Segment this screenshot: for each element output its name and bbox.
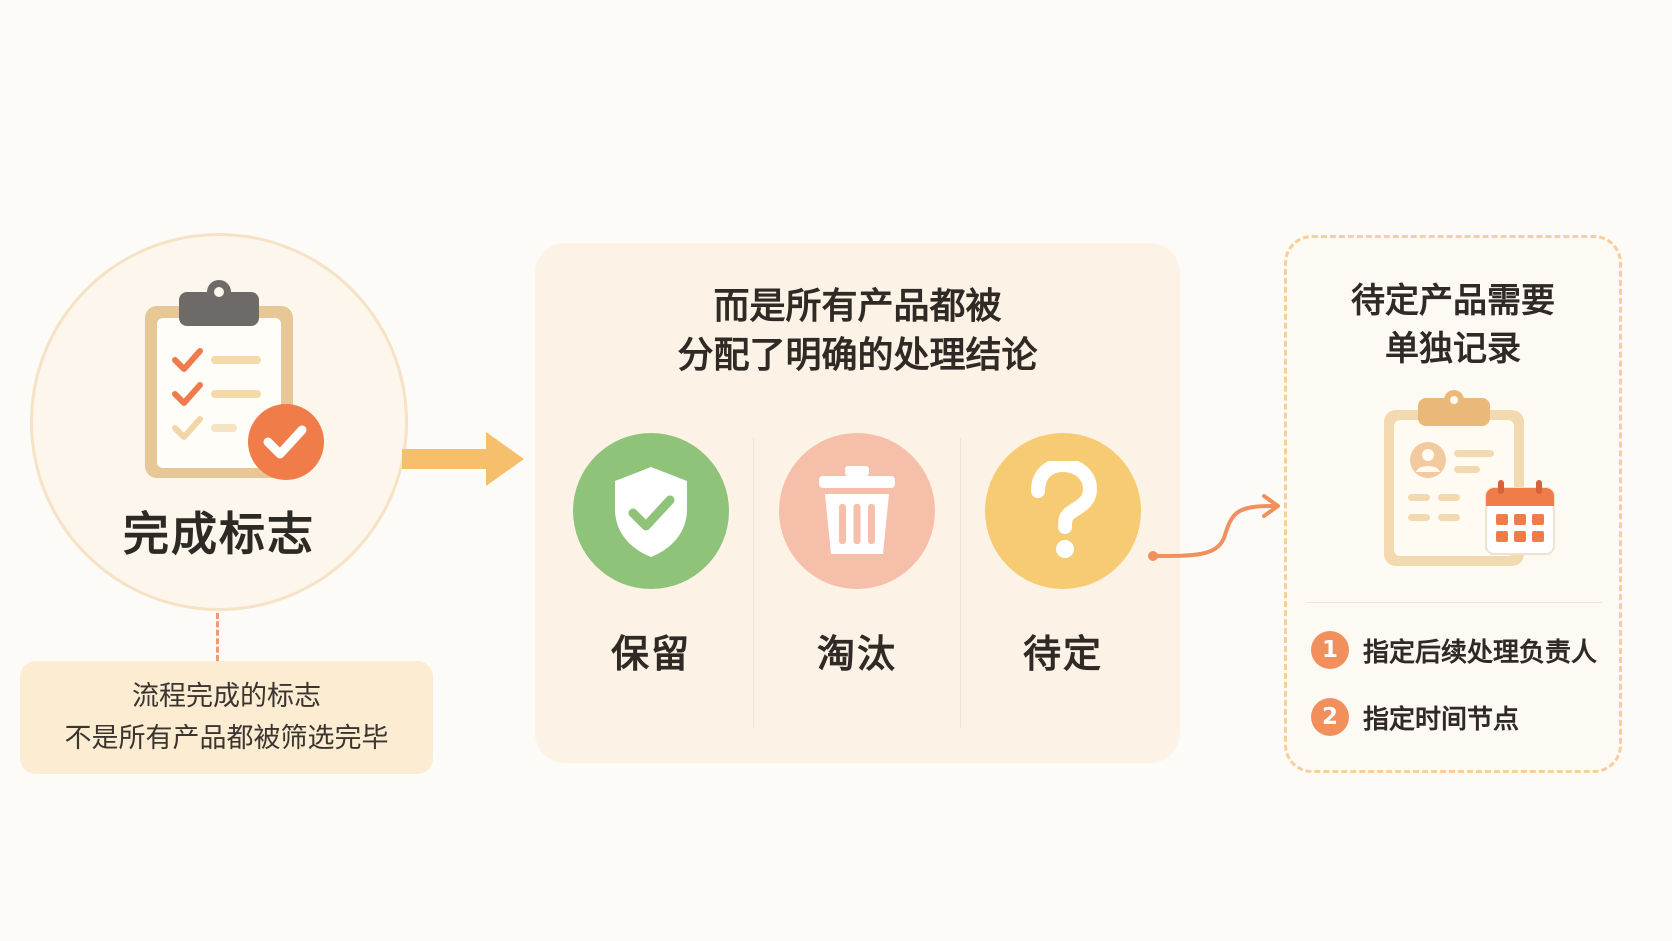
pending-title: 待定产品需要 单独记录 (1287, 278, 1619, 373)
completion-title: 完成标志 (123, 507, 315, 561)
pending-task-1: 1 指定后续处理负责人 (1311, 631, 1597, 669)
pending-task-2: 2 指定时间节点 (1311, 698, 1519, 736)
outcomes-panel: 而是所有产品都被 分配了明确的处理结论 保留 (535, 243, 1180, 763)
task-text: 指定后续处理负责人 (1363, 637, 1598, 668)
trash-icon (779, 433, 935, 589)
note-line-2: 不是所有产品都被筛选完毕 (64, 722, 389, 754)
outcome-label-keep: 保留 (610, 632, 691, 676)
pending-title-line-2: 单独记录 (1385, 328, 1521, 369)
completion-circle: 完成标志 (30, 233, 408, 611)
completion-note: 流程完成的标志 不是所有产品都被筛选完毕 (20, 661, 433, 774)
task-number-badge: 1 (1311, 631, 1349, 669)
pending-title-line-1: 待定产品需要 (1351, 281, 1555, 321)
outcome-divider (960, 438, 961, 728)
shield-check-icon (573, 433, 729, 589)
outcome-eliminate: 淘汰 (777, 433, 937, 678)
right-arrow-icon (402, 432, 524, 486)
outcomes-title-line-1: 而是所有产品都被 (713, 286, 1002, 327)
outcomes-title-line-2: 分配了明确的处理结论 (677, 334, 1038, 376)
outcome-pending: 待定 (983, 433, 1143, 678)
outcome-label-pending: 待定 (1022, 632, 1103, 676)
dashed-connector (216, 613, 219, 661)
outcomes-title: 而是所有产品都被 分配了明确的处理结论 (535, 283, 1180, 380)
pending-divider (1307, 602, 1602, 603)
record-calendar-icon (1384, 390, 1555, 566)
curved-arrow-icon (1148, 494, 1280, 561)
task-number-badge: 2 (1311, 698, 1349, 736)
note-line-1: 流程完成的标志 (132, 681, 321, 713)
question-icon (985, 433, 1141, 589)
outcome-divider (753, 438, 754, 728)
task-text: 指定时间节点 (1363, 704, 1520, 735)
clipboard-check-icon (145, 280, 324, 480)
pending-record-panel: 待定产品需要 单独记录 (1284, 235, 1622, 773)
outcome-keep: 保留 (571, 433, 731, 678)
outcome-label-eliminate: 淘汰 (816, 632, 897, 676)
